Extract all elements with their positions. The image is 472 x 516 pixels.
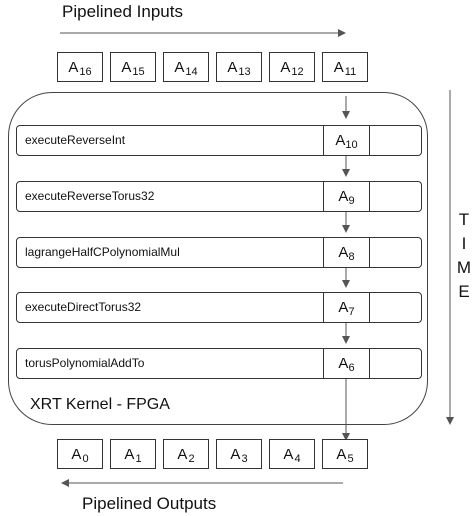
stage-execute-direct-torus32: executeDirectTorus32 A7 [16,292,422,323]
outputs-title: Pipelined Outputs [82,494,217,513]
stage-name: torusPolynomialAddTo [25,356,145,370]
output-cell-a4: A4 [269,439,315,469]
stage-name: executeReverseTorus32 [25,189,155,203]
kernel-container [8,92,428,425]
stage-slot: A7 [323,292,370,323]
input-cell-a15: A15 [110,52,156,82]
input-cell-a11: A11 [322,52,368,82]
time-letter: M [456,258,472,277]
kernel-label: XRT Kernel - FPGA [30,396,170,413]
stage-slot: A10 [323,125,370,156]
stage-slot: A9 [323,181,370,212]
stage-slot: A6 [323,348,370,379]
time-letter: T [458,210,470,229]
inputs-title: Pipelined Inputs [62,2,183,21]
stage-execute-reverse-int: executeReverseInt A10 [16,125,422,156]
stage-lagrange-half-c-polynomial-mul: lagrangeHalfCPolynomialMul A8 [16,237,422,268]
stage-name: executeDirectTorus32 [25,300,142,314]
time-letter: I [461,234,467,253]
stage-torus-polynomial-add-to: torusPolynomialAddTo A6 [16,348,422,379]
stage-name: lagrangeHalfCPolynomialMul [25,245,180,259]
stage-slot: A8 [323,237,370,268]
output-cell-a2: A2 [163,439,209,469]
stage-execute-reverse-torus32: executeReverseTorus32 A9 [16,181,422,212]
stage-name: executeReverseInt [25,133,126,147]
input-cell-a12: A12 [269,52,315,82]
output-cell-a5: A5 [322,439,368,469]
output-cell-a3: A3 [216,439,262,469]
input-cell-a16: A16 [57,52,103,82]
time-letter: E [458,282,470,301]
input-cell-a13: A13 [216,52,262,82]
output-cell-a0: A0 [57,439,103,469]
input-cell-a14: A14 [163,52,209,82]
output-cell-a1: A1 [110,439,156,469]
time-label: T I M E [456,208,472,304]
